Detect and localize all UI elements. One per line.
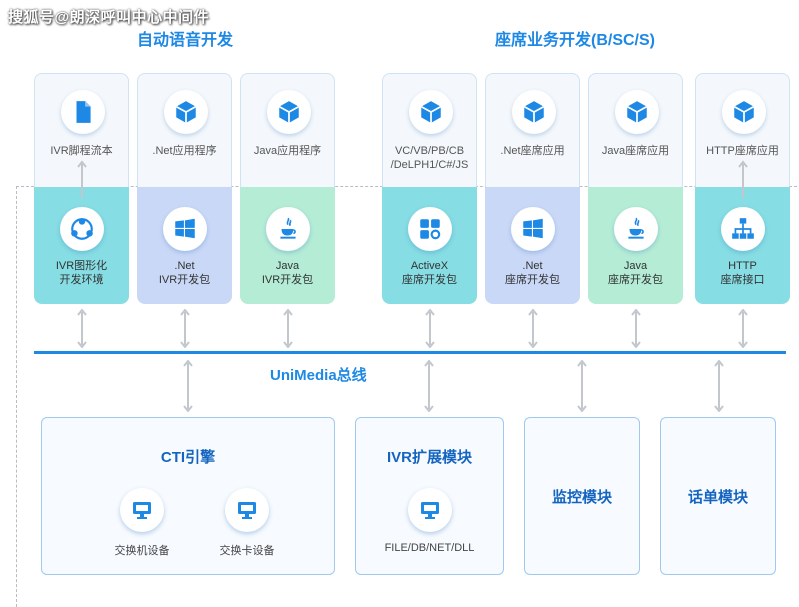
group-title-agent: 座席业务开发(B/SC/S) [494,32,655,49]
windows-icon [510,207,555,251]
bus-arrow-2 [282,309,293,348]
top-card-1: .Net应用程序 [137,73,232,193]
bus-arrow-1 [179,309,190,348]
cube-icon [511,90,556,134]
module-cdr: 话单模块 [660,417,776,575]
bus-arrow-5 [630,309,641,348]
cube-icon [408,90,453,134]
module-arrow-3 [714,360,724,412]
unimedia-bus-line [34,351,786,354]
watermark: 搜狐号@朗深呼叫中心中间件 [8,9,210,26]
java-icon [265,207,310,251]
top-card-label: Java应用程序 [253,145,322,157]
cube-icon [163,90,208,134]
module-title: CTI引擎 [160,449,216,466]
top-card-label: VC/VB/PB/CB /DeLPH1/C#/JS [390,145,469,171]
top-card-5: Java座席应用 [588,73,683,193]
top-card-label: HTTP座席应用 [706,145,779,157]
bus-arrow-0 [76,309,87,348]
bus-arrow-4 [527,309,538,348]
module-monitor: 监控模块 [524,417,640,575]
ivr-item-label: FILE/DB/NET/DLL [384,542,475,554]
sdk-card-5: Java 座席开发包 [588,187,683,304]
sdk-card-label: Java IVR开发包 [261,260,314,286]
sdk-card-4: .Net 座席开发包 [485,187,580,304]
cti-item-switch-label: 交换机设备 [114,545,170,557]
top-card-label: Java座席应用 [601,145,670,157]
top-card-label: .Net座席应用 [500,145,565,157]
module-ivr-extension: IVR扩展模块 FILE/DB/NET/DLL [355,417,504,575]
sdk-card-label: HTTP 座席接口 [720,260,765,286]
module-title: IVR扩展模块 [386,449,472,466]
sdk-card-label: Java 座席开发包 [608,260,663,286]
bus-arrow-6 [737,309,748,348]
windows-icon [162,207,207,251]
network-icon [59,207,104,251]
monitor-icon [225,488,269,532]
top-card-3: VC/VB/PB/CB /DeLPH1/C#/JS [382,73,477,193]
module-arrow-0 [183,360,193,412]
monitor-icon [120,488,164,532]
module-title: 监控模块 [551,489,612,506]
activex-icon [407,207,452,251]
sdk-card-label: .Net IVR开发包 [158,260,211,286]
module-cti: CTI引擎 交换机设备 交换卡设备 [41,417,335,575]
sdk-card-label: IVR图形化 开发环境 [55,260,108,286]
up-arrow-6 [737,160,748,198]
group-title-ivr: 自动语音开发 [136,32,233,49]
cube-icon [721,90,766,134]
sdk-card-3: ActiveX 座席开发包 [382,187,477,304]
module-title: 话单模块 [687,489,748,506]
sdk-card-0: IVR图形化 开发环境 [34,187,129,304]
bus-arrow-3 [424,309,435,348]
sitemap-icon [720,207,765,251]
ivr-item [400,488,460,532]
top-card-2: Java应用程序 [240,73,335,193]
top-card-4: .Net座席应用 [485,73,580,193]
module-arrow-1 [424,360,434,412]
top-card-label: IVR脚程流本 [50,145,113,157]
bus-label: UniMedia总线 [270,367,367,384]
cti-item-card [217,488,277,532]
monitor-icon [408,488,452,532]
sdk-card-1: .Net IVR开发包 [137,187,232,304]
cube-icon [614,90,659,134]
top-card-label: .Net应用程序 [152,145,217,157]
sdk-card-label: ActiveX 座席开发包 [402,260,457,286]
cti-item-switch [112,488,172,532]
sdk-card-6: HTTP 座席接口 [695,187,790,304]
sdk-card-2: Java IVR开发包 [240,187,335,304]
java-icon [613,207,658,251]
document-icon [60,90,105,134]
module-arrow-2 [577,360,587,412]
cti-item-card-label: 交换卡设备 [219,545,275,557]
sdk-card-label: .Net 座席开发包 [505,260,560,286]
cube-icon [266,90,311,134]
up-arrow-0 [76,160,87,198]
